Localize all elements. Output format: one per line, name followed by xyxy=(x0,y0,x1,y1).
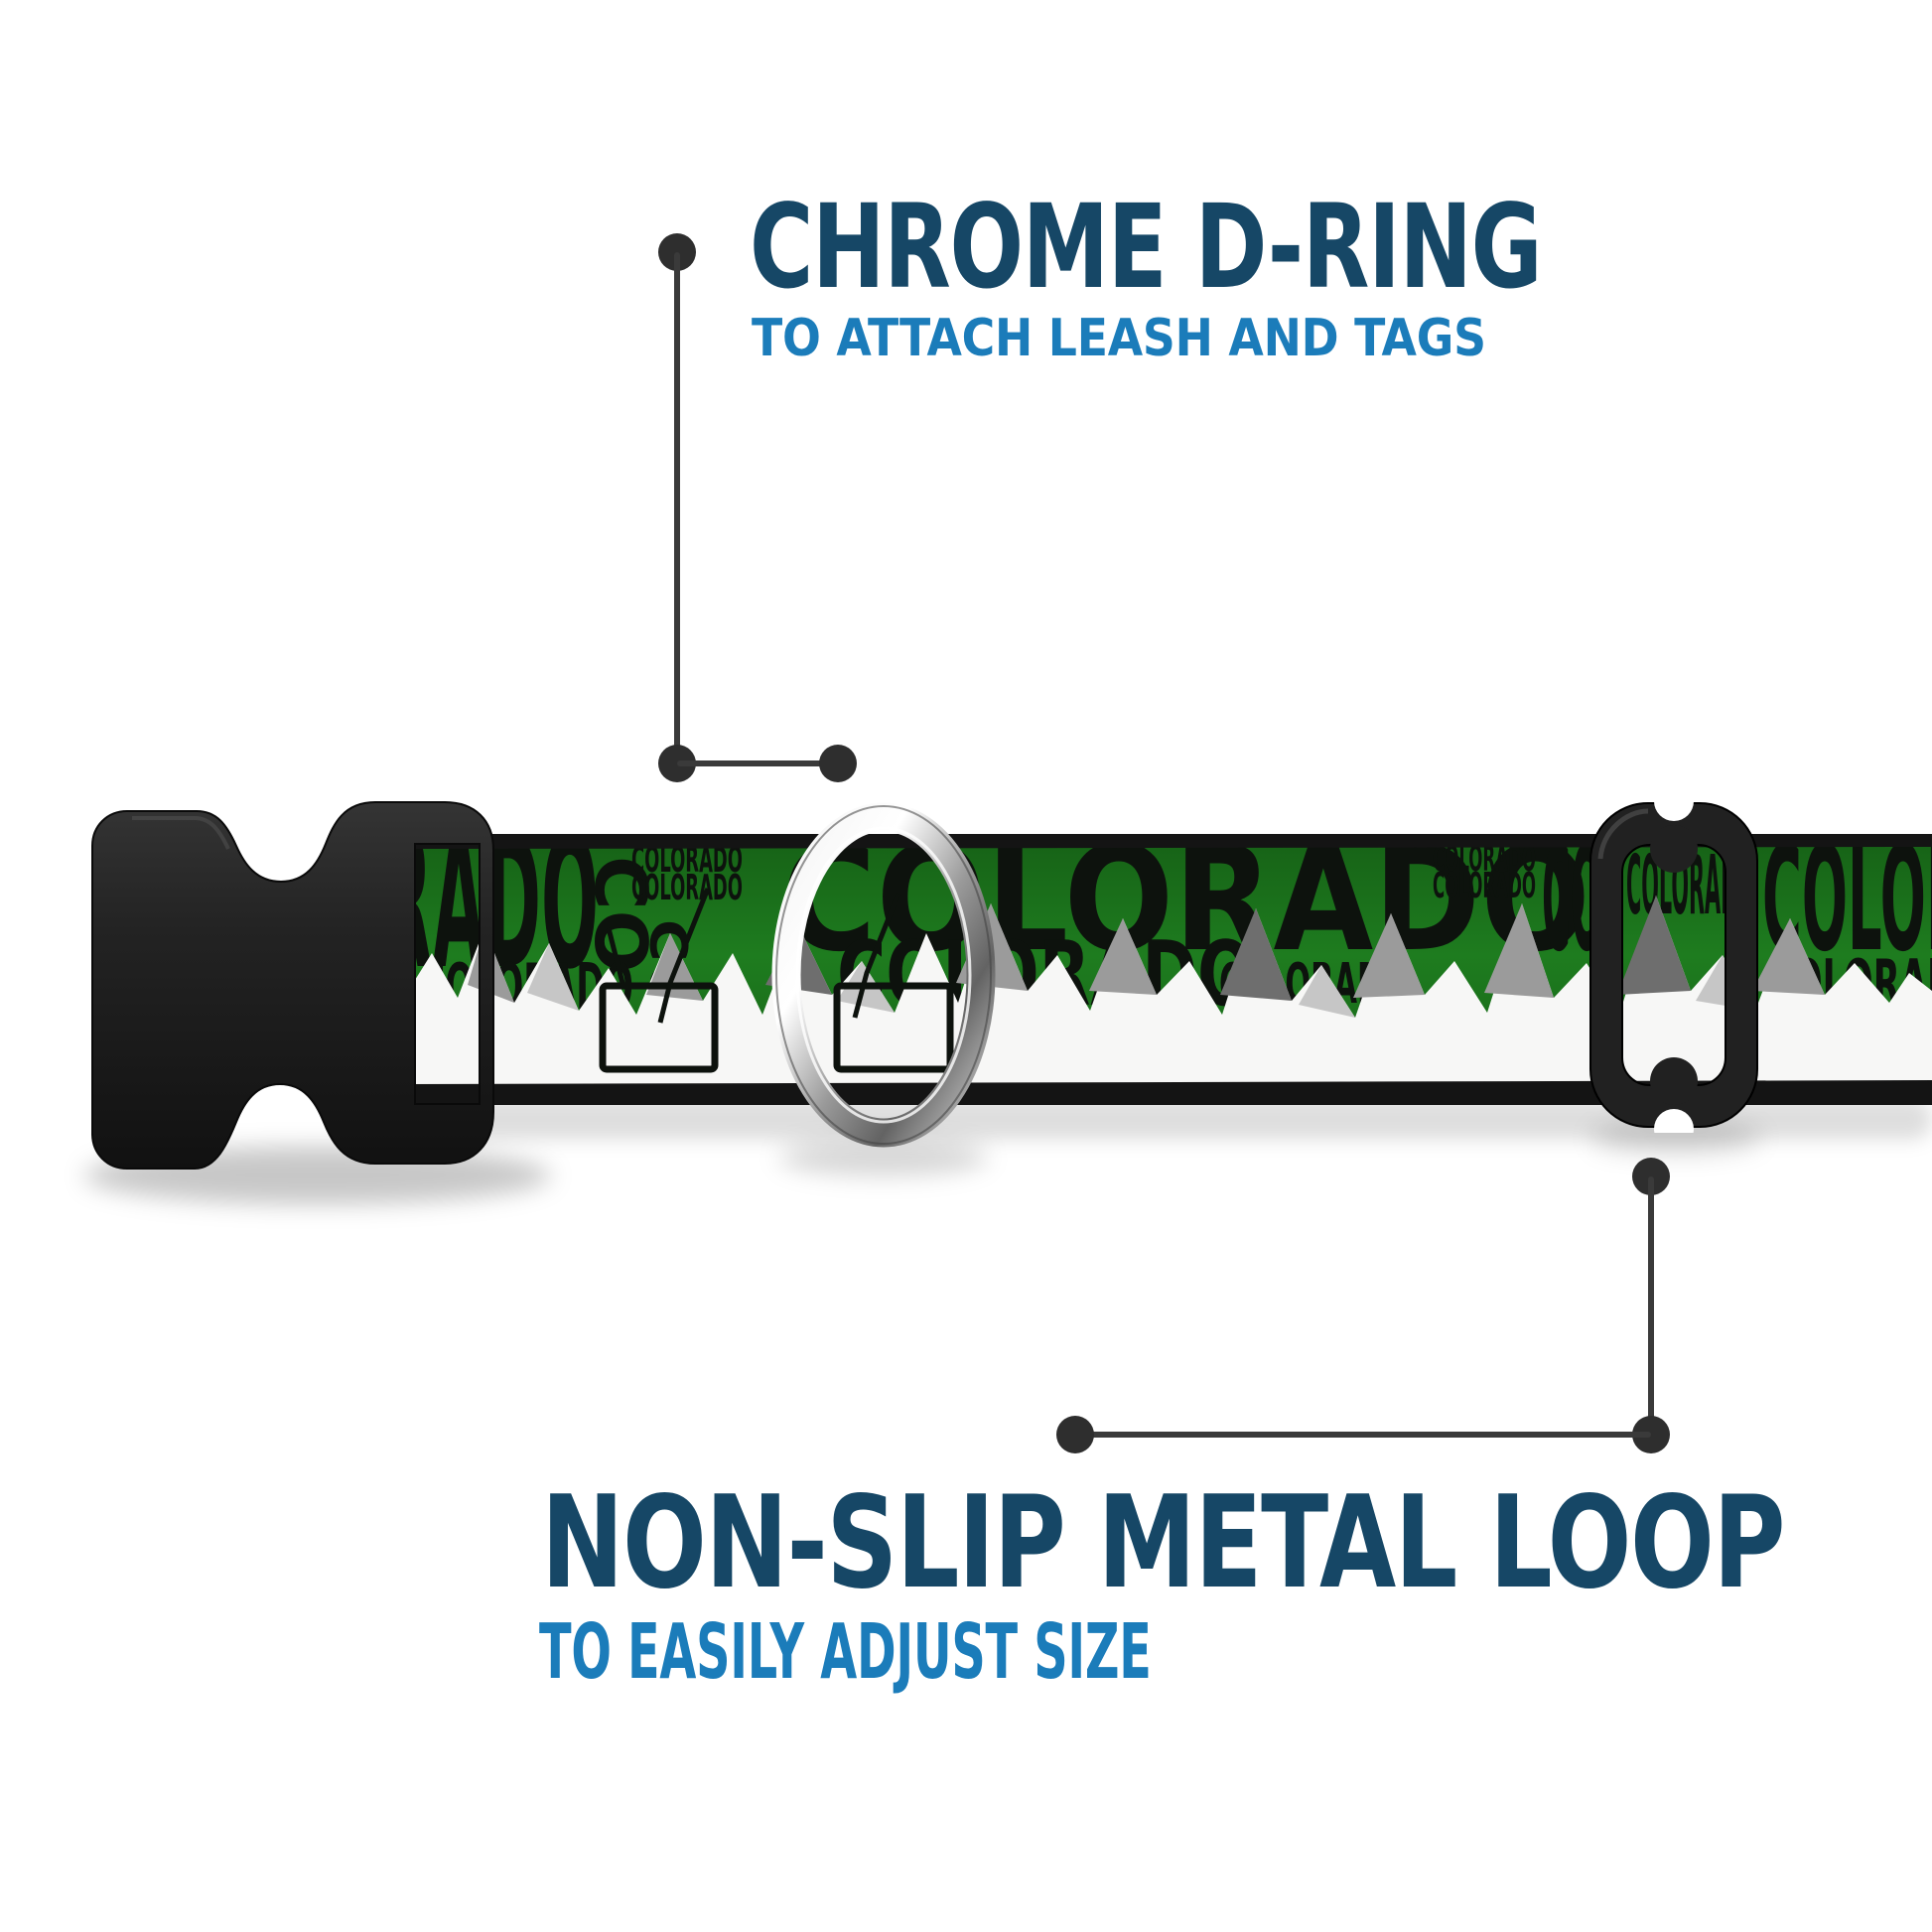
dring-callout-subtitle-text: TO ATTACH LEASH AND TAGS xyxy=(752,309,1486,368)
chrome-d-ring xyxy=(771,802,996,1148)
slider-top-bar-joint xyxy=(1650,825,1698,873)
d-ring-inner-highlight xyxy=(795,826,972,1124)
pattern-text: COLORADO xyxy=(631,868,743,908)
loop-callout-vline xyxy=(1648,1176,1654,1435)
d-ring-ring xyxy=(771,802,996,1148)
pattern-text-rotated: CO xyxy=(579,856,662,973)
loop-callout-hline xyxy=(1075,1432,1651,1438)
dring-callout-title-text: CHROME D-RING xyxy=(750,179,1543,315)
dring-callout-subtitle: TO ATTACH LEASH AND TAGS xyxy=(752,313,1587,364)
strap-top-edge xyxy=(410,834,1932,849)
pattern-text: COLORADO xyxy=(1433,866,1536,906)
dring-callout-vline xyxy=(674,252,680,763)
slider-bottom-bar-joint xyxy=(1650,1057,1698,1105)
buckle-highlight xyxy=(132,816,230,850)
slider-top-notch xyxy=(1654,797,1694,821)
metal-slider-loop xyxy=(1589,797,1758,1133)
slider-bottom-notch xyxy=(1654,1109,1694,1133)
stitch-boxes xyxy=(599,888,954,1073)
loop-callout-dot-label xyxy=(1056,1416,1094,1453)
side-release-buckle xyxy=(91,801,494,1170)
d-ring-outline xyxy=(775,805,992,1145)
strap-bottom-edge xyxy=(410,1080,1932,1105)
dring-callout-dot-target xyxy=(819,745,857,782)
slider-highlight xyxy=(1597,808,1649,860)
dring-callout-hline xyxy=(677,760,838,766)
dring-callout-title: CHROME D-RING xyxy=(750,189,1805,305)
loop-callout-title-text: NON-SLIP METAL LOOP xyxy=(541,1469,1786,1617)
buckle-body xyxy=(91,801,494,1170)
loop-callout-subtitle-text: TO EASILY ADJUST SIZE xyxy=(539,1608,1152,1697)
loop-callout-title: NON-SLIP METAL LOOP xyxy=(541,1480,1932,1607)
loop-callout-subtitle: TO EASILY ADJUST SIZE xyxy=(539,1614,1527,1691)
